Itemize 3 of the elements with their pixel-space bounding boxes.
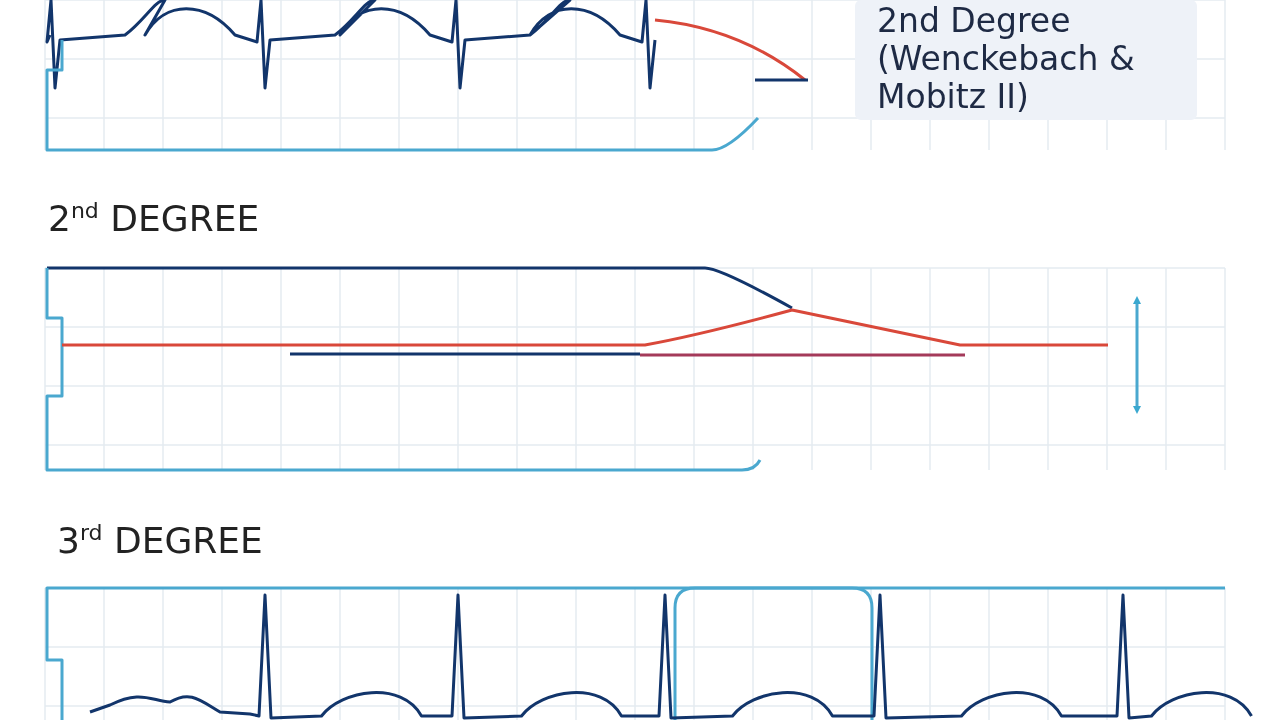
section-heading: 3$^{rd}$ DEGREE xyxy=(57,520,263,561)
callout-text: 2nd Degree (Wenckebach & Mobitz II) xyxy=(877,1,1135,116)
section-heading: 2$^{nd}$ DEGREE xyxy=(48,198,260,239)
